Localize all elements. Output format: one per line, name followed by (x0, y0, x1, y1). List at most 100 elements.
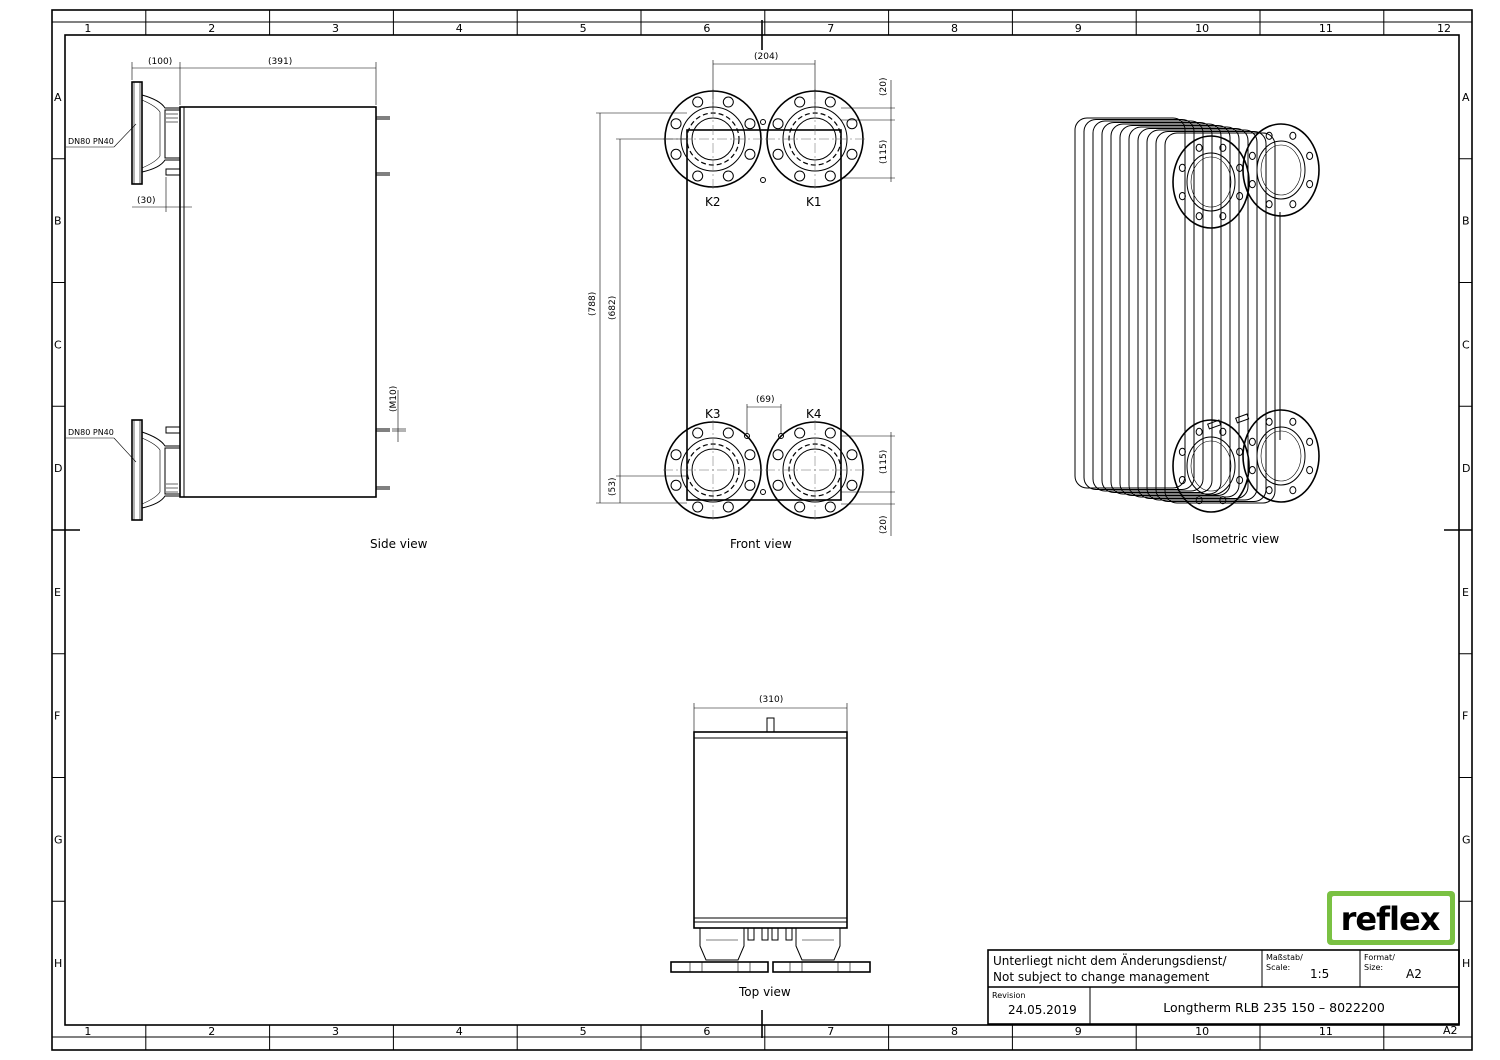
grid-row-right-F: F (1462, 710, 1468, 723)
dim-front-top-edge: (20) (879, 78, 889, 96)
grid-col-bottom-1: 1 (84, 1025, 91, 1038)
dim-side-flange: (100) (148, 57, 172, 67)
isometric-view-label: Isometric view (1192, 532, 1279, 546)
grid-row-left-D: D (54, 462, 62, 475)
scale-value: 1:5 (1310, 967, 1329, 981)
front-view: K2 K1 K3 K4 (204) (20) (115) (115) (20) … (588, 52, 895, 551)
iso-flange-1 (1172, 135, 1250, 229)
dim-front-port-spacing: (204) (754, 52, 778, 62)
grid-col-bottom-5: 5 (580, 1025, 587, 1038)
grid-col-top-3: 3 (332, 22, 339, 35)
grid-row-left-C: C (54, 338, 62, 351)
isometric-view: Isometric view (1074, 117, 1320, 546)
grid-col-top-1: 1 (84, 22, 91, 35)
dim-front-bottom-port: (115) (879, 450, 889, 474)
grid-row-right-E: E (1462, 586, 1469, 599)
grid-col-top-2: 2 (208, 22, 215, 35)
grid-row-right-A: A (1462, 91, 1470, 104)
grid-col-bottom-3: 3 (332, 1025, 339, 1038)
side-view-label: Side view (370, 537, 428, 551)
grid-col-top-10: 10 (1195, 22, 1209, 35)
front-body (686, 129, 842, 501)
callout-flange-bottom: DN80 PN40 (68, 428, 114, 437)
grid-col-bottom-4: 4 (456, 1025, 463, 1038)
scale-label-de: Maßstab/ (1266, 953, 1303, 962)
dim-side-offset: (30) (137, 196, 155, 206)
iso-flange-4 (1242, 409, 1320, 503)
grid-col-bottom-9: 9 (1075, 1025, 1082, 1038)
front-flange-k3 (663, 420, 763, 520)
grid-col-bottom-7: 7 (827, 1025, 834, 1038)
grid-col-bottom-11: 11 (1319, 1025, 1333, 1038)
title-note-en: Not subject to change management (993, 970, 1210, 984)
reflex-logo: reflex (1327, 891, 1455, 945)
port-label-k4: K4 (806, 407, 822, 421)
sheet-size-corner-label: A2 (1443, 1024, 1458, 1037)
grid-row-right-C: C (1462, 338, 1470, 351)
revision-label: Revision (992, 991, 1025, 1000)
dim-front-port-height: (682) (608, 296, 618, 320)
side-flange-top (131, 81, 181, 185)
iso-flange-2 (1242, 123, 1320, 217)
dim-front-total-height: (788) (588, 292, 598, 316)
dim-top-width: (310) (759, 695, 783, 705)
port-label-k2: K2 (705, 195, 721, 209)
front-view-label: Front view (730, 537, 792, 551)
format-value: A2 (1406, 967, 1422, 981)
grid-row-left-E: E (54, 586, 61, 599)
top-view-label: Top view (738, 985, 791, 999)
grid-row-left-F: F (54, 710, 60, 723)
grid-col-top-12: 12 (1437, 22, 1451, 35)
dim-side-thread: (M10) (389, 386, 399, 412)
revision-date: 24.05.2019 (1008, 1003, 1077, 1017)
grid-col-top-11: 11 (1319, 22, 1333, 35)
front-flange-k4 (765, 420, 865, 520)
title-block: Unterliegt nicht dem Änderungsdienst/ No… (987, 949, 1460, 1025)
grid-col-top-6: 6 (703, 22, 710, 35)
front-port-flanges (663, 89, 865, 520)
grid-col-bottom-6: 6 (703, 1025, 710, 1038)
format-label-en: Size: (1364, 963, 1383, 972)
grid-row-left-H: H (54, 957, 62, 970)
grid-row-left-A: A (54, 91, 62, 104)
side-body (179, 106, 377, 498)
grid-row-right-H: H (1462, 957, 1470, 970)
dim-front-top-port: (115) (879, 140, 889, 164)
format-label-de: Format/ (1364, 953, 1395, 962)
iso-port-flanges (1172, 123, 1320, 513)
dim-front-bottom-offset: (53) (608, 478, 618, 496)
port-label-k3: K3 (705, 407, 721, 421)
dim-front-bottom-edge: (20) (879, 516, 889, 534)
dim-side-body: (391) (268, 57, 292, 67)
top-view: (310) Top view (670, 695, 871, 999)
grid-row-right-G: G (1462, 833, 1471, 846)
grid-row-markers: A A B B C C D D E E F F G G H H (52, 91, 1472, 970)
logo-text: reflex (1341, 900, 1441, 938)
grid-row-left-B: B (54, 215, 62, 228)
grid-col-top-5: 5 (580, 22, 587, 35)
side-view: (100) (391) (30) (M10) DN80 PN40 DN80 PN… (66, 57, 428, 551)
grid-row-right-D: D (1462, 462, 1470, 475)
title-note-de: Unterliegt nicht dem Änderungsdienst/ (993, 953, 1227, 968)
port-label-k1: K1 (806, 195, 822, 209)
grid-col-bottom-2: 2 (208, 1025, 215, 1038)
grid-col-top-8: 8 (951, 22, 958, 35)
grid-col-bottom-8: 8 (951, 1025, 958, 1038)
drawing-frame (51, 9, 1473, 1051)
scale-label-en: Scale: (1266, 963, 1290, 972)
grid-row-left-G: G (54, 833, 63, 846)
grid-row-right-B: B (1462, 215, 1470, 228)
dim-front-stud-spacing: (69) (756, 395, 774, 405)
grid-col-top-9: 9 (1075, 22, 1082, 35)
drawing-title: Longtherm RLB 235 150 – 8022200 (1163, 1000, 1385, 1015)
grid-col-top-7: 7 (827, 22, 834, 35)
grid-col-bottom-10: 10 (1195, 1025, 1209, 1038)
side-flange-bottom (131, 419, 181, 521)
grid-col-top-4: 4 (456, 22, 463, 35)
iso-flange-3 (1172, 419, 1250, 513)
top-body (693, 731, 848, 929)
callout-flange-top: DN80 PN40 (68, 137, 114, 146)
